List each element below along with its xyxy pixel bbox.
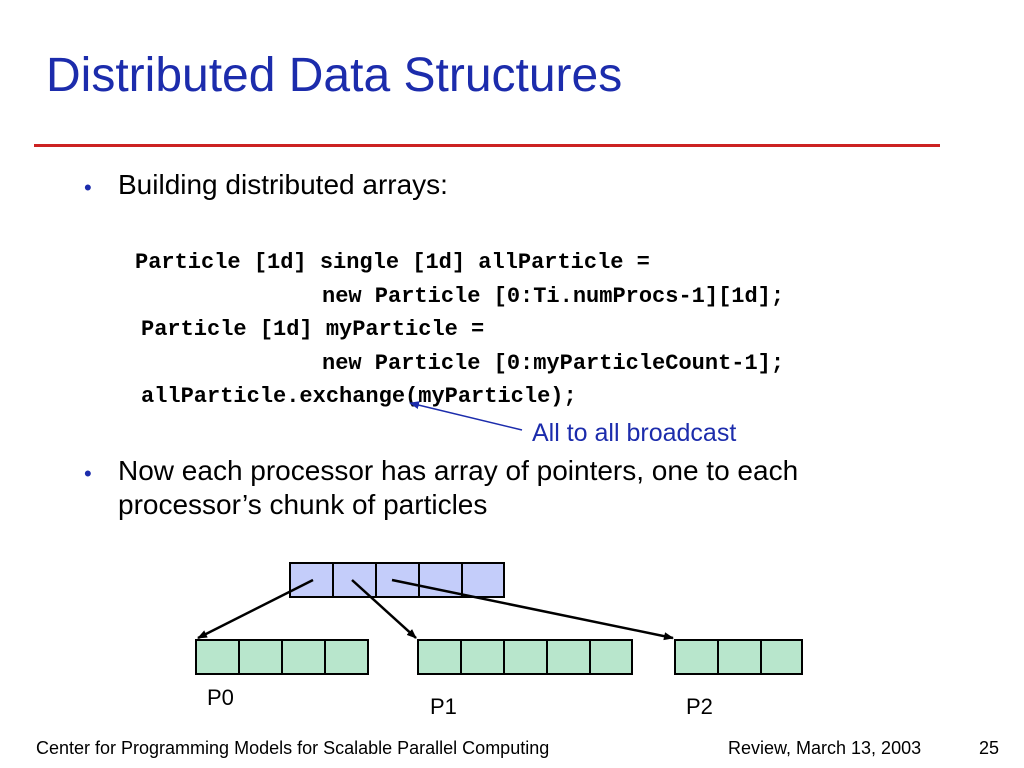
pointer-cell	[461, 562, 505, 598]
pointer-arrow-p1	[351, 579, 417, 639]
chunk-cell	[417, 639, 462, 675]
chunk-cell	[238, 639, 283, 675]
bullet-text-2-line-1: Now each processor has array of pointers…	[118, 455, 799, 486]
annotation-leader-arrow	[409, 401, 523, 431]
bullet-text-2-line-2: processor’s chunk of particles	[118, 489, 488, 520]
chunk-cell	[674, 639, 719, 675]
pointer-cell	[418, 562, 463, 598]
bullet-text-1: Building distributed arrays:	[118, 169, 448, 200]
chunk-cell	[195, 639, 240, 675]
chunk-p2	[674, 639, 803, 675]
pointer-cell	[332, 562, 377, 598]
code-line-3: Particle [1d] myParticle =	[141, 317, 485, 342]
footer-organization: Center for Programming Models for Scalab…	[36, 738, 550, 758]
slide-title: Distributed Data Structures	[46, 49, 623, 102]
label-p0: P0	[207, 685, 234, 710]
chunk-p1	[417, 639, 633, 675]
chunk-cell	[589, 639, 633, 675]
chunk-cell	[760, 639, 803, 675]
chunk-cell	[281, 639, 326, 675]
bullet-marker: •	[84, 461, 92, 486]
code-line-1: Particle [1d] single [1d] allParticle =	[135, 250, 650, 275]
footer-review-date: Review, March 13, 2003	[728, 738, 922, 758]
footer-page-number: 25	[979, 738, 1000, 758]
chunk-cell	[324, 639, 369, 675]
annotation-all-to-all: All to all broadcast	[532, 419, 737, 447]
chunk-cell	[717, 639, 762, 675]
pointer-arrow-p2	[391, 578, 674, 641]
title-underline	[34, 144, 940, 147]
code-line-5: allParticle.exchange(myParticle);	[141, 384, 577, 409]
chunk-cell	[460, 639, 505, 675]
pointer-arrow-p0	[197, 578, 314, 640]
label-p1: P1	[430, 694, 457, 719]
chunk-p0	[195, 639, 369, 675]
chunk-cell	[503, 639, 548, 675]
code-line-4: new Particle [0:myParticleCount-1];	[322, 351, 785, 376]
bullet-marker: •	[84, 175, 92, 200]
code-line-2: new Particle [0:Ti.numProcs-1][1d];	[322, 284, 785, 309]
chunk-cell	[546, 639, 591, 675]
label-p2: P2	[686, 694, 713, 719]
